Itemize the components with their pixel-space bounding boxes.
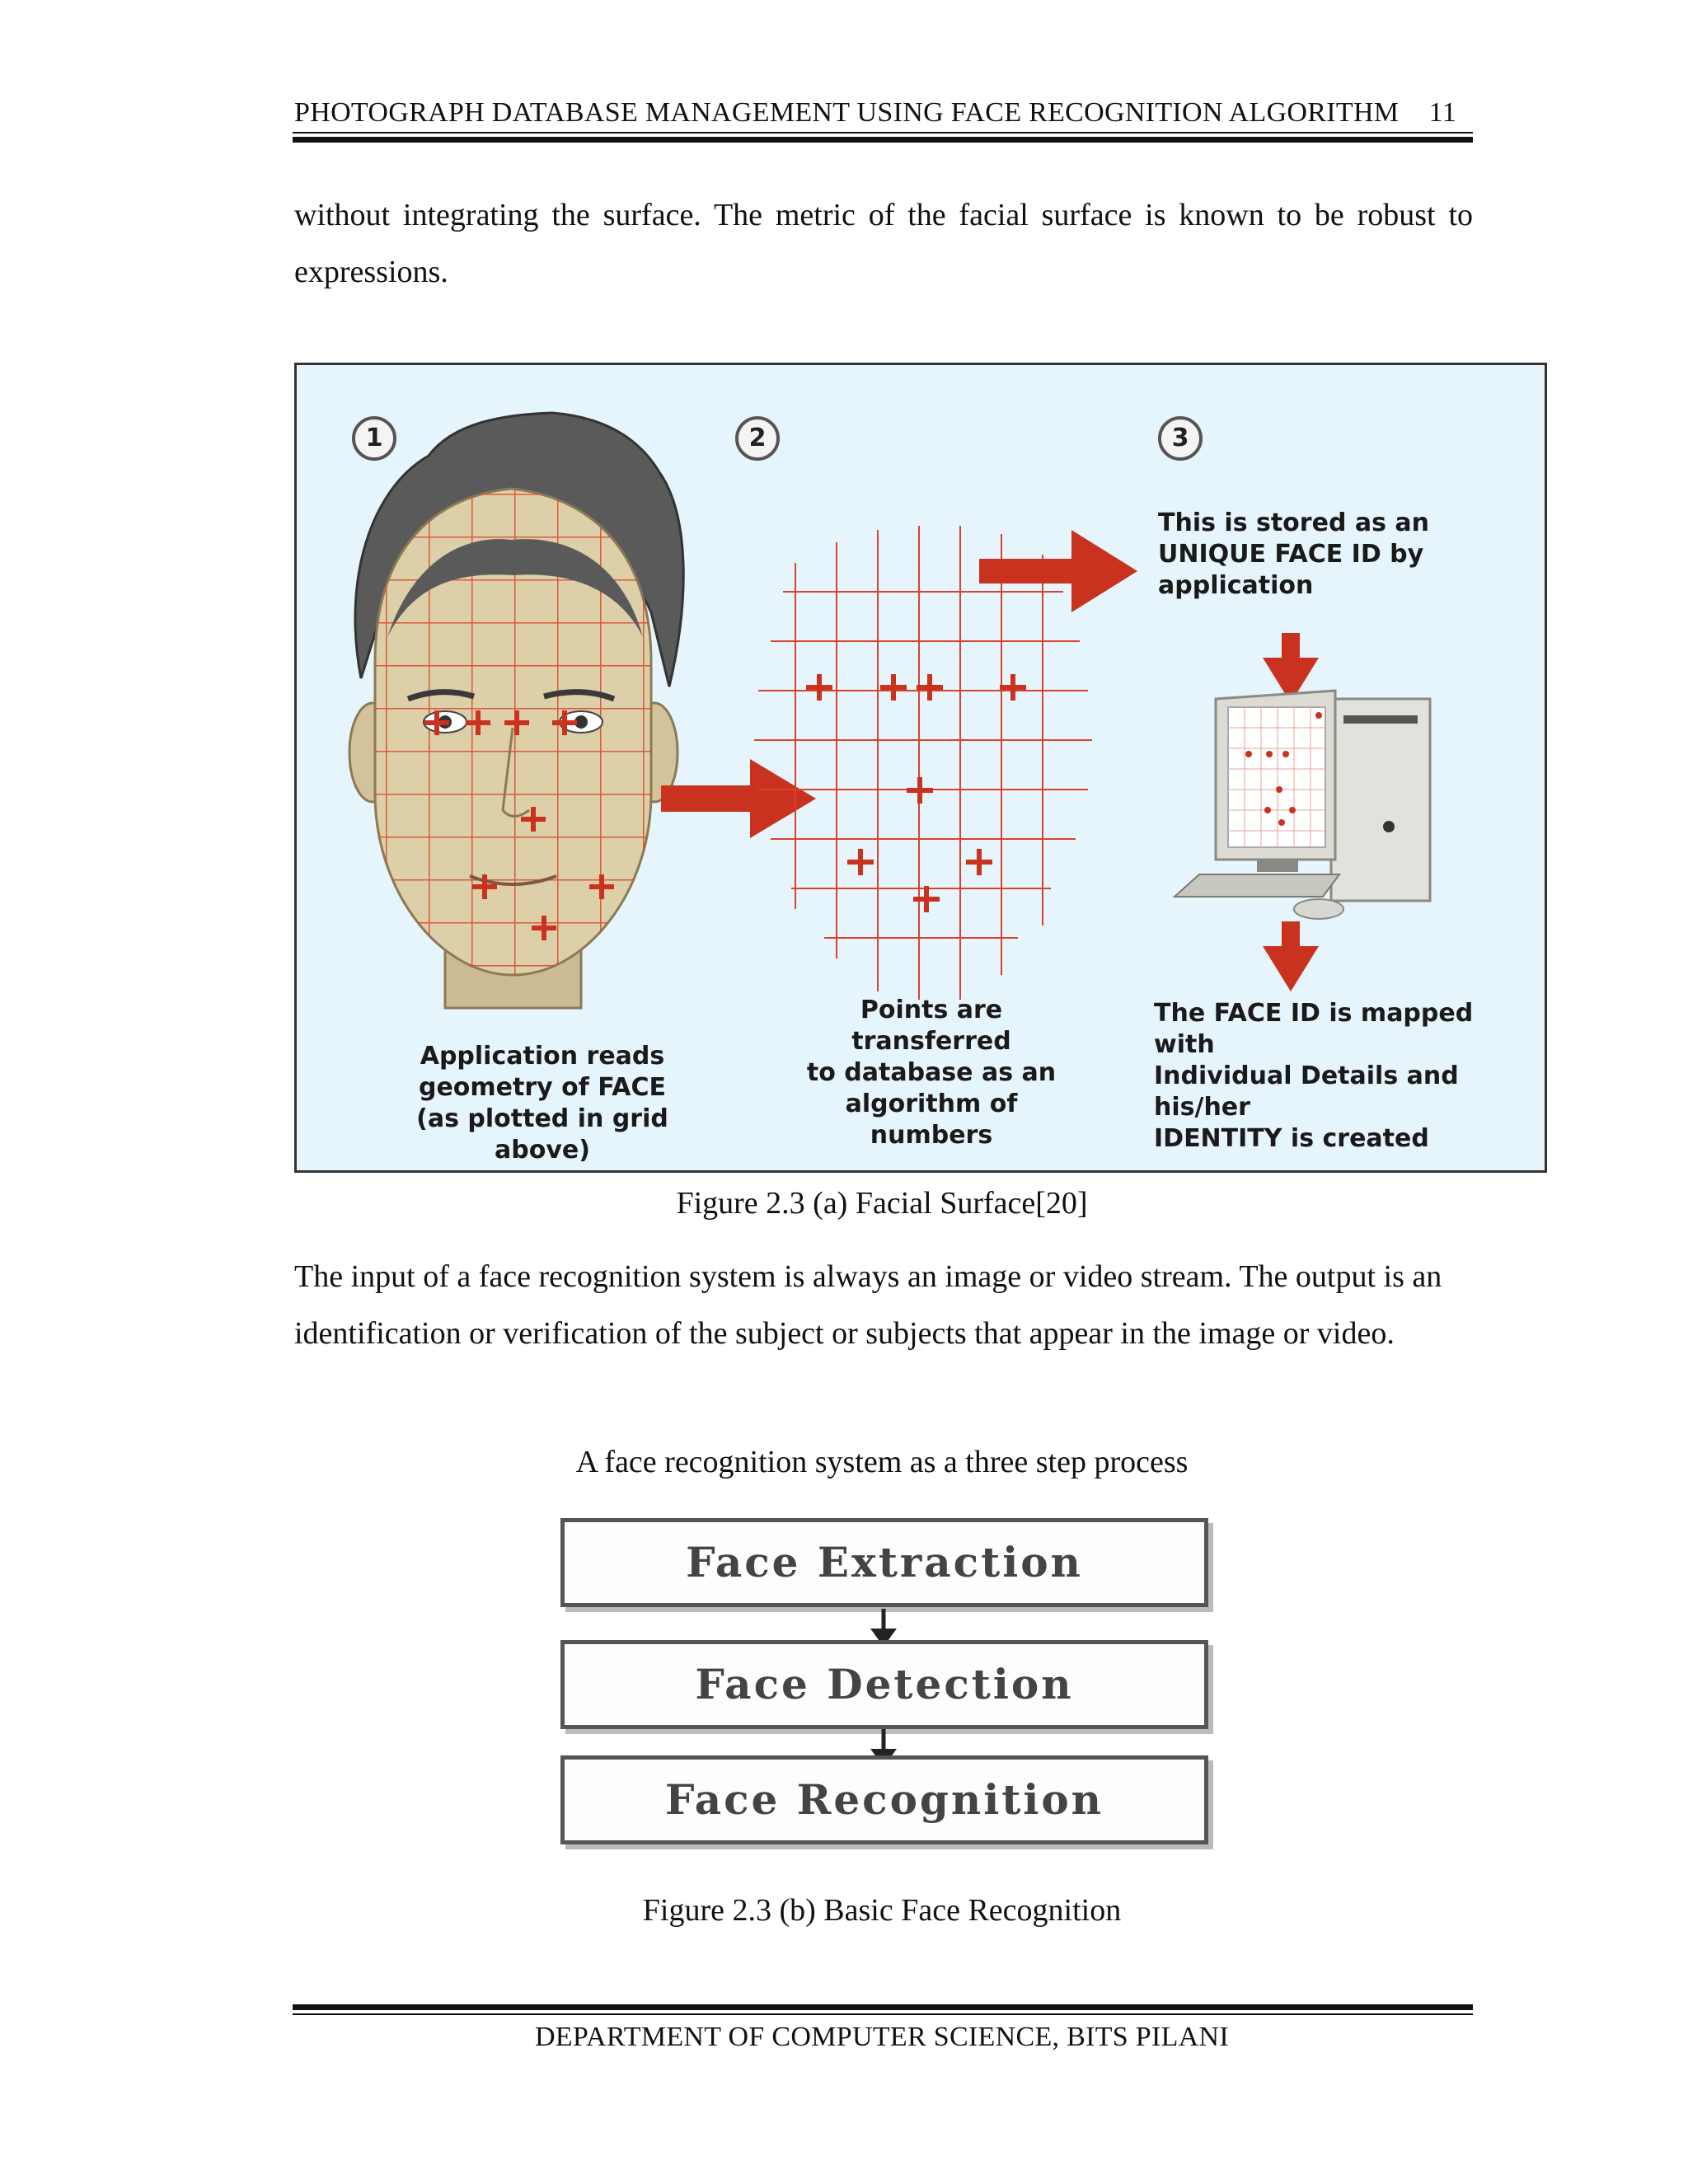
figure-b-caption: Figure 2.3 (b) Basic Face Recognition (642, 1893, 1122, 1928)
figure-facial-surface: 1 2 3 Application reads geometry of FACE… (294, 363, 1547, 1173)
step1-line: geometry of FACE (418, 1073, 667, 1102)
step-number-2: 2 (735, 416, 780, 461)
arrow-down-icon (1263, 921, 1319, 991)
header-title: PHOTOGRAPH DATABASE MANAGEMENT USING FAC… (294, 97, 1400, 128)
header-rule-thin (293, 132, 1473, 134)
step2-line: algorithm of numbers (845, 1090, 1018, 1150)
step2-line: Points are transferred (851, 996, 1011, 1056)
step3-top-line: UNIQUE FACE ID by (1158, 540, 1424, 569)
facial-surface-illustration (348, 411, 1432, 1010)
step3-bottom-line: Individual Details and his/her (1154, 1062, 1459, 1122)
footer-rule-thin (293, 2013, 1473, 2015)
step3-top-line: application (1158, 571, 1314, 600)
points-grid (754, 526, 1092, 1000)
step3-bottom-caption: The FACE ID is mapped with Individual De… (1154, 998, 1533, 1155)
face-marker-points (424, 710, 614, 940)
step3-bottom-line: The FACE ID is mapped with (1154, 999, 1474, 1059)
step1-line: (as plotted in grid above) (416, 1104, 668, 1165)
computer-icon (1172, 689, 1432, 920)
step-number-1: 1 (352, 416, 396, 461)
page-header: PHOTOGRAPH DATABASE MANAGEMENT USING FAC… (294, 97, 1473, 134)
flow-box-face-extraction: Face Extraction (560, 1518, 1208, 1607)
flow-heading: A face recognition system as a three ste… (575, 1445, 1189, 1479)
paragraph-input-output: The input of a face recognition system i… (294, 1259, 1442, 1351)
face-drawing (348, 411, 685, 1010)
page-footer: DEPARTMENT OF COMPUTER SCIENCE, BITS PIL… (534, 2022, 1230, 2052)
arrow-right-icon (661, 759, 816, 838)
figure-a-caption: Figure 2.3 (a) Facial Surface[20] (676, 1186, 1088, 1221)
arrow-down-icon (870, 1609, 897, 1647)
figure-basic-face-recognition: Face Extraction Face Detection Face Reco… (560, 1508, 1220, 1854)
arrow-right-icon (979, 530, 1137, 612)
arrow-down-icon (1263, 633, 1319, 703)
step3-top-caption: This is stored as an UNIQUE FACE ID by a… (1158, 508, 1504, 602)
flow-box-face-recognition: Face Recognition (560, 1755, 1208, 1844)
database-marker-points (806, 674, 1026, 912)
step1-line: Application reads (420, 1042, 665, 1071)
step2-line: to database as an (806, 1058, 1057, 1087)
step-number-3: 3 (1158, 416, 1203, 461)
step3-bottom-line: IDENTITY is created (1154, 1124, 1429, 1153)
step1-caption: Application reads geometry of FACE (as p… (386, 1041, 699, 1166)
paragraph-intro: without integrating the surface. The met… (294, 198, 1473, 289)
step3-top-line: This is stored as an (1158, 509, 1430, 537)
step2-caption: Points are transferred to database as an… (783, 995, 1080, 1151)
header-rule-thick (293, 137, 1473, 143)
footer-rule-thick (293, 2004, 1473, 2010)
flow-box-face-detection: Face Detection (560, 1640, 1208, 1729)
page-number: 11 (1428, 97, 1456, 128)
